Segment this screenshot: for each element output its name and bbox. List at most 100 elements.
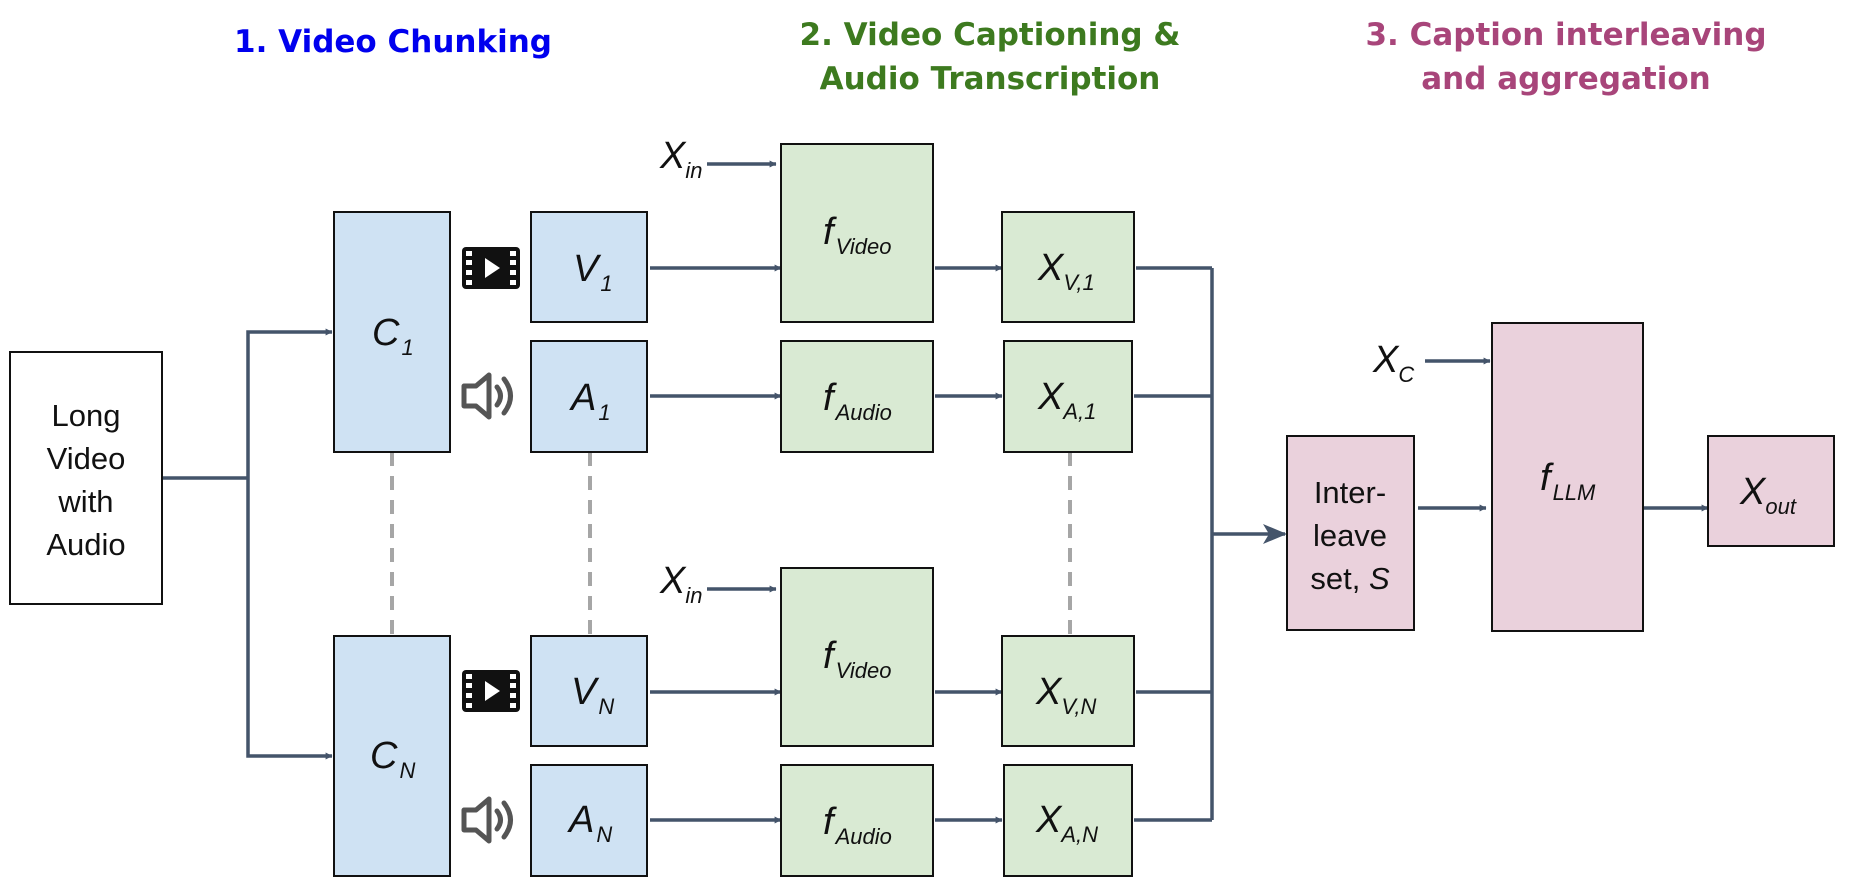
connectors [162, 160, 1709, 824]
svg-text:Xin: Xin [659, 560, 702, 608]
xv1-label: X [1037, 247, 1065, 289]
audio-n-label: A [567, 799, 594, 841]
interleave-line2: leave [1313, 518, 1387, 553]
interleave-set-symbol: S [1369, 561, 1390, 596]
xvn-subscript: V,N [1061, 694, 1096, 719]
xa1-box: XA,1 [1003, 340, 1133, 453]
chunk-1-subscript: 1 [401, 335, 413, 360]
audio-n-box: AN [530, 764, 648, 877]
xc-main: X [1372, 339, 1400, 381]
output-box: Xout [1707, 435, 1835, 547]
video-n-subscript: N [598, 694, 614, 719]
input-line-4: Audio [46, 527, 125, 562]
fvideo-1-label: f [823, 211, 837, 253]
llm-label: f [1540, 457, 1554, 499]
svg-text:A1: A1 [569, 377, 611, 425]
stage3-heading-line1: 3. Caption interleaving [1365, 17, 1766, 53]
speaker-icon [461, 796, 513, 844]
svg-text:VN: VN [571, 671, 614, 719]
faudio-1-subscript: Audio [834, 400, 892, 425]
fvideo-n-label: f [823, 635, 837, 677]
xvn-label: X [1035, 671, 1063, 713]
svg-text:XV,N: XV,N [1035, 671, 1097, 719]
llm-box: fLLM [1491, 322, 1644, 632]
xin-1-main: X [659, 135, 687, 177]
xa1-label: X [1037, 376, 1065, 418]
audio-1-subscript: 1 [598, 400, 610, 425]
film-icon [462, 247, 520, 289]
input-line-1: Long [52, 398, 121, 433]
audio-n-subscript: N [596, 822, 612, 847]
xvn-box: XV,N [1001, 635, 1135, 747]
xan-label: X [1035, 799, 1063, 841]
xv1-box: XV,1 [1001, 211, 1135, 323]
svg-text:XA,N: XA,N [1035, 799, 1098, 847]
output-label: X [1739, 471, 1767, 513]
xc-subscript: C [1398, 362, 1414, 387]
svg-text:fAudio: fAudio [823, 377, 892, 425]
faudio-n-label: f [823, 801, 837, 843]
video-1-subscript: 1 [600, 271, 612, 296]
output-subscript: out [1765, 494, 1796, 519]
video-n-box: VN [530, 635, 648, 747]
faudio-1-box: fAudio [780, 340, 934, 453]
edge-to-cn [246, 478, 333, 760]
svg-text:C1: C1 [372, 312, 414, 360]
input-line-3: with [57, 484, 113, 519]
faudio-n-subscript: Audio [834, 824, 892, 849]
chunk-n-subscript: N [399, 758, 415, 783]
svg-text:fVideo: fVideo [823, 635, 891, 683]
svg-text:set, S: set, S [1310, 561, 1390, 596]
xin-n-main: X [659, 560, 687, 602]
svg-text:fAudio: fAudio [823, 801, 892, 849]
interleave-line3-prefix: set, [1310, 561, 1369, 596]
xin-1-subscript: in [685, 158, 702, 183]
xan-box: XA,N [1003, 764, 1133, 877]
svg-text:Xin: Xin [659, 135, 702, 183]
xa1-subscript: A,1 [1061, 399, 1096, 424]
ellipsis-lines [390, 452, 1072, 636]
stage2-heading-line2: Audio Transcription [820, 61, 1161, 97]
faudio-n-box: fAudio [780, 764, 934, 877]
svg-text:XV,1: XV,1 [1037, 247, 1095, 295]
interleave-box: Inter- leave set, S [1286, 435, 1415, 631]
svg-text:XA,1: XA,1 [1037, 376, 1096, 424]
video-n-label: V [571, 671, 600, 713]
xin-1-label: Xin [659, 135, 702, 183]
edge-to-c1 [246, 328, 333, 478]
stage1-heading: 1. Video Chunking [234, 24, 552, 60]
video-1-box: V1 [530, 211, 648, 323]
fvideo-n-subscript: Video [836, 658, 892, 683]
video-1-label: V [573, 248, 602, 290]
xv1-subscript: V,1 [1063, 270, 1094, 295]
xc-label: XC [1372, 339, 1414, 387]
film-icon [462, 670, 520, 712]
stage2-heading-line1: 2. Video Captioning & [800, 17, 1181, 53]
fvideo-1-box: fVideo [780, 143, 934, 323]
svg-text:V1: V1 [573, 248, 613, 296]
long-video-input-box: Long Video with Audio [9, 351, 163, 605]
xin-n-label: Xin [659, 560, 702, 608]
interleave-line1: Inter- [1314, 475, 1386, 510]
llm-subscript: LLM [1553, 480, 1596, 505]
xin-n-subscript: in [685, 583, 702, 608]
svg-text:Xout: Xout [1739, 471, 1797, 519]
fvideo-1-subscript: Video [836, 234, 892, 259]
svg-text:fVideo: fVideo [823, 211, 891, 259]
svg-text:AN: AN [567, 799, 612, 847]
audio-1-box: A1 [530, 340, 648, 453]
svg-text:XC: XC [1372, 339, 1414, 387]
chunk-1-label: C [372, 312, 400, 354]
svg-text:CN: CN [370, 735, 415, 783]
audio-1-label: A [569, 377, 596, 419]
faudio-1-label: f [823, 377, 837, 419]
stage3-heading-line2: and aggregation [1421, 61, 1711, 97]
chunk-1-box: C1 [333, 211, 451, 453]
xan-subscript: A,N [1059, 822, 1098, 847]
speaker-icon [461, 372, 513, 420]
input-line-2: Video [47, 441, 126, 476]
svg-text:fLLM: fLLM [1540, 457, 1596, 505]
chunk-n-box: CN [333, 635, 451, 877]
